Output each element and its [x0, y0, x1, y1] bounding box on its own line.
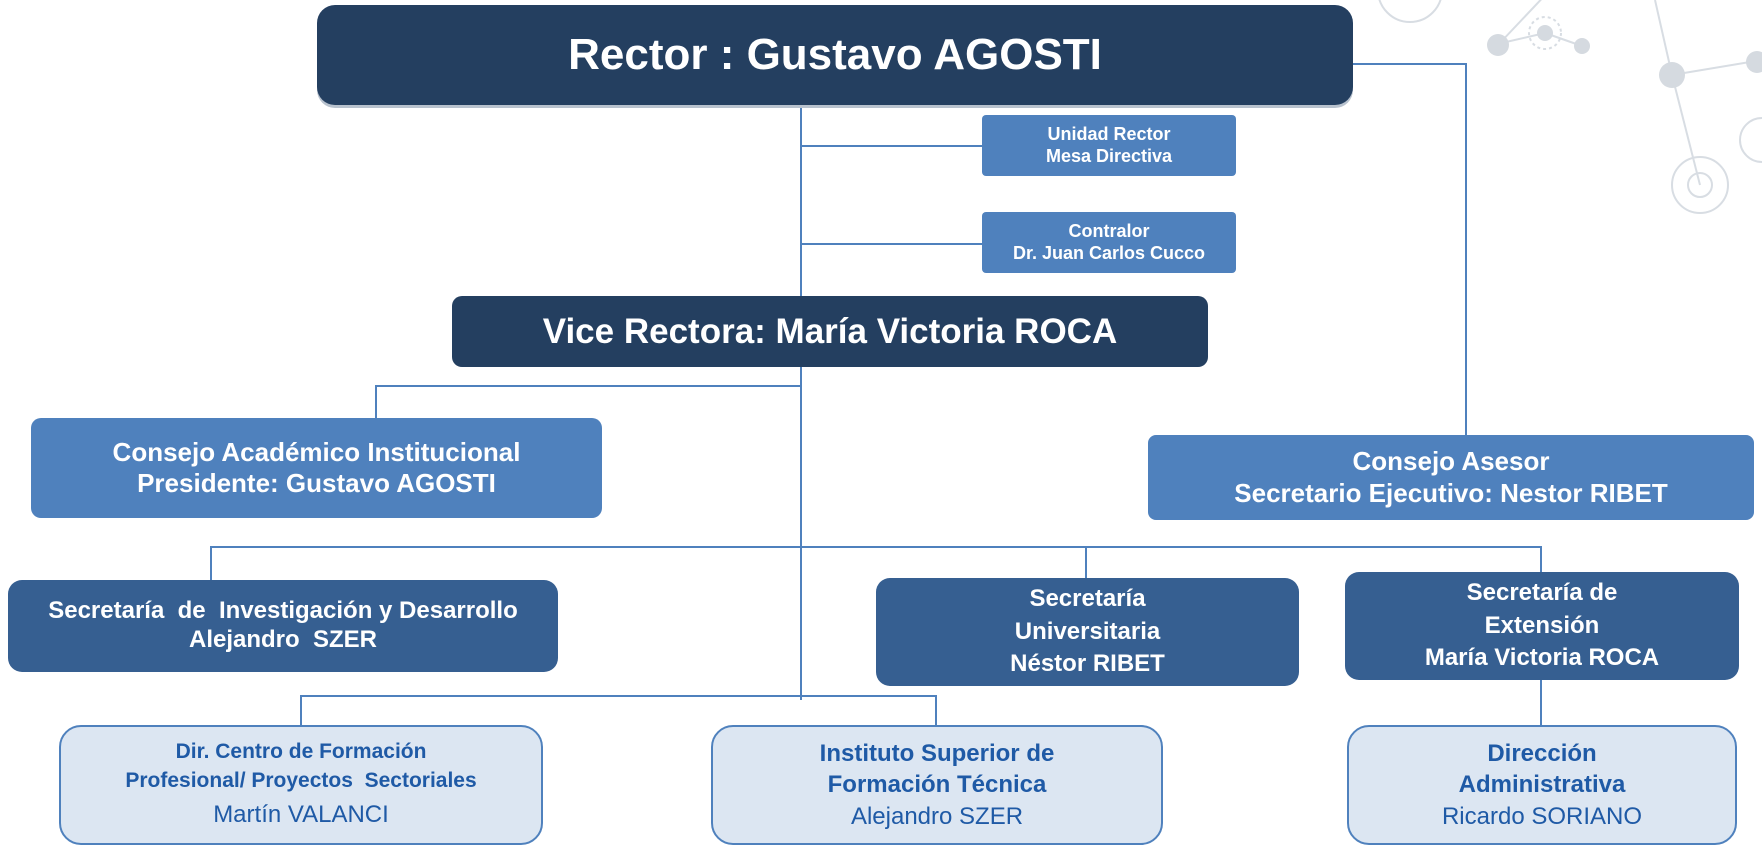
connector-sec-investigacion	[210, 546, 212, 580]
sec-universitaria-line1: Secretaría	[1029, 585, 1146, 613]
dir-admin-line2: Administrativa	[1458, 771, 1626, 799]
consejo-asesor-line2: Secretario Ejecutivo: Nestor RIBET	[1234, 477, 1668, 508]
dir-centro-line3: Martín VALANCI	[213, 801, 389, 829]
sec-investigacion-line1: Secretaría de Investigación y Desarrollo	[48, 597, 518, 625]
instituto-line1: Instituto Superior de	[819, 740, 1055, 768]
rector-box: Rector : Gustavo AGOSTI	[317, 5, 1353, 105]
instituto-line3: Alejandro SZER	[850, 802, 1024, 830]
dir-centro-line1: Dir. Centro de Formación	[175, 740, 427, 764]
dir-admin-line1: Dirección	[1487, 740, 1597, 768]
connector-consejo-academico-v	[375, 385, 377, 418]
consejo-academico-line2: Presidente: Gustavo AGOSTI	[137, 468, 496, 498]
contralor-line1: Contralor	[1068, 220, 1150, 241]
sec-universitaria-line2: Universitaria	[1014, 617, 1161, 645]
connector-unidad-rector	[800, 145, 984, 147]
connector-sec-universitaria	[1085, 546, 1087, 578]
contralor-box: Contralor Dr. Juan Carlos Cucco	[982, 212, 1236, 273]
instituto-box: Instituto Superior de Formación Técnica …	[711, 725, 1163, 845]
connector-secretarias-bus	[210, 546, 1542, 548]
dir-admin-box: Dirección Administrativa Ricardo SORIANO	[1347, 725, 1737, 845]
consejo-asesor-box: Consejo Asesor Secretario Ejecutivo: Nes…	[1148, 435, 1754, 520]
connector-contralor	[800, 243, 984, 245]
sec-investigacion-line2: Alejandro SZER	[188, 626, 378, 653]
connector-consejo-academico-h	[375, 385, 802, 387]
connector-rector-right	[1353, 63, 1467, 65]
sec-extension-line2: Extensión	[1484, 611, 1600, 639]
sec-extension-box: Secretaría de Extensión María Victoria R…	[1345, 572, 1739, 680]
unidad-rector-line2: Mesa Directiva	[1045, 145, 1173, 166]
sec-investigacion-box: Secretaría de Investigación y Desarrollo…	[8, 580, 558, 672]
contralor-line2: Dr. Juan Carlos Cucco	[1012, 242, 1206, 263]
connector-dir-centro	[300, 695, 302, 725]
dir-centro-box: Dir. Centro de Formación Profesional/ Pr…	[59, 725, 543, 845]
instituto-line2: Formación Técnica	[827, 771, 1047, 799]
connector-consejo-asesor	[1465, 63, 1467, 435]
consejo-asesor-line1: Consejo Asesor	[1352, 446, 1550, 477]
unidad-rector-box: Unidad Rector Mesa Directiva	[982, 115, 1236, 176]
sec-extension-line1: Secretaría de	[1466, 579, 1618, 607]
connector-instituto	[935, 695, 937, 725]
connector-direcciones-bus	[300, 695, 937, 697]
sec-universitaria-box: Secretaría Universitaria Néstor RIBET	[876, 578, 1299, 686]
connector-sec-extension	[1540, 546, 1542, 572]
unidad-rector-line1: Unidad Rector	[1047, 123, 1171, 144]
sec-universitaria-line3: Néstor RIBET	[1010, 650, 1165, 678]
dir-centro-line2: Profesional/ Proyectos Sectoriales	[125, 768, 477, 792]
rector-label: Rector : Gustavo AGOSTI	[568, 29, 1102, 79]
consejo-academico-line1: Consejo Académico Institucional	[112, 436, 521, 467]
vice-rectora-box: Vice Rectora: María Victoria ROCA	[452, 296, 1208, 367]
consejo-academico-box: Consejo Académico Institucional Presiden…	[31, 418, 602, 518]
vice-rectora-label: Vice Rectora: María Victoria ROCA	[542, 311, 1118, 351]
connector-rector-trunk	[800, 105, 802, 700]
connector-dir-admin	[1540, 678, 1542, 725]
dir-admin-line3: Ricardo SORIANO	[1441, 802, 1643, 830]
sec-extension-line3: María Victoria ROCA	[1424, 644, 1660, 672]
